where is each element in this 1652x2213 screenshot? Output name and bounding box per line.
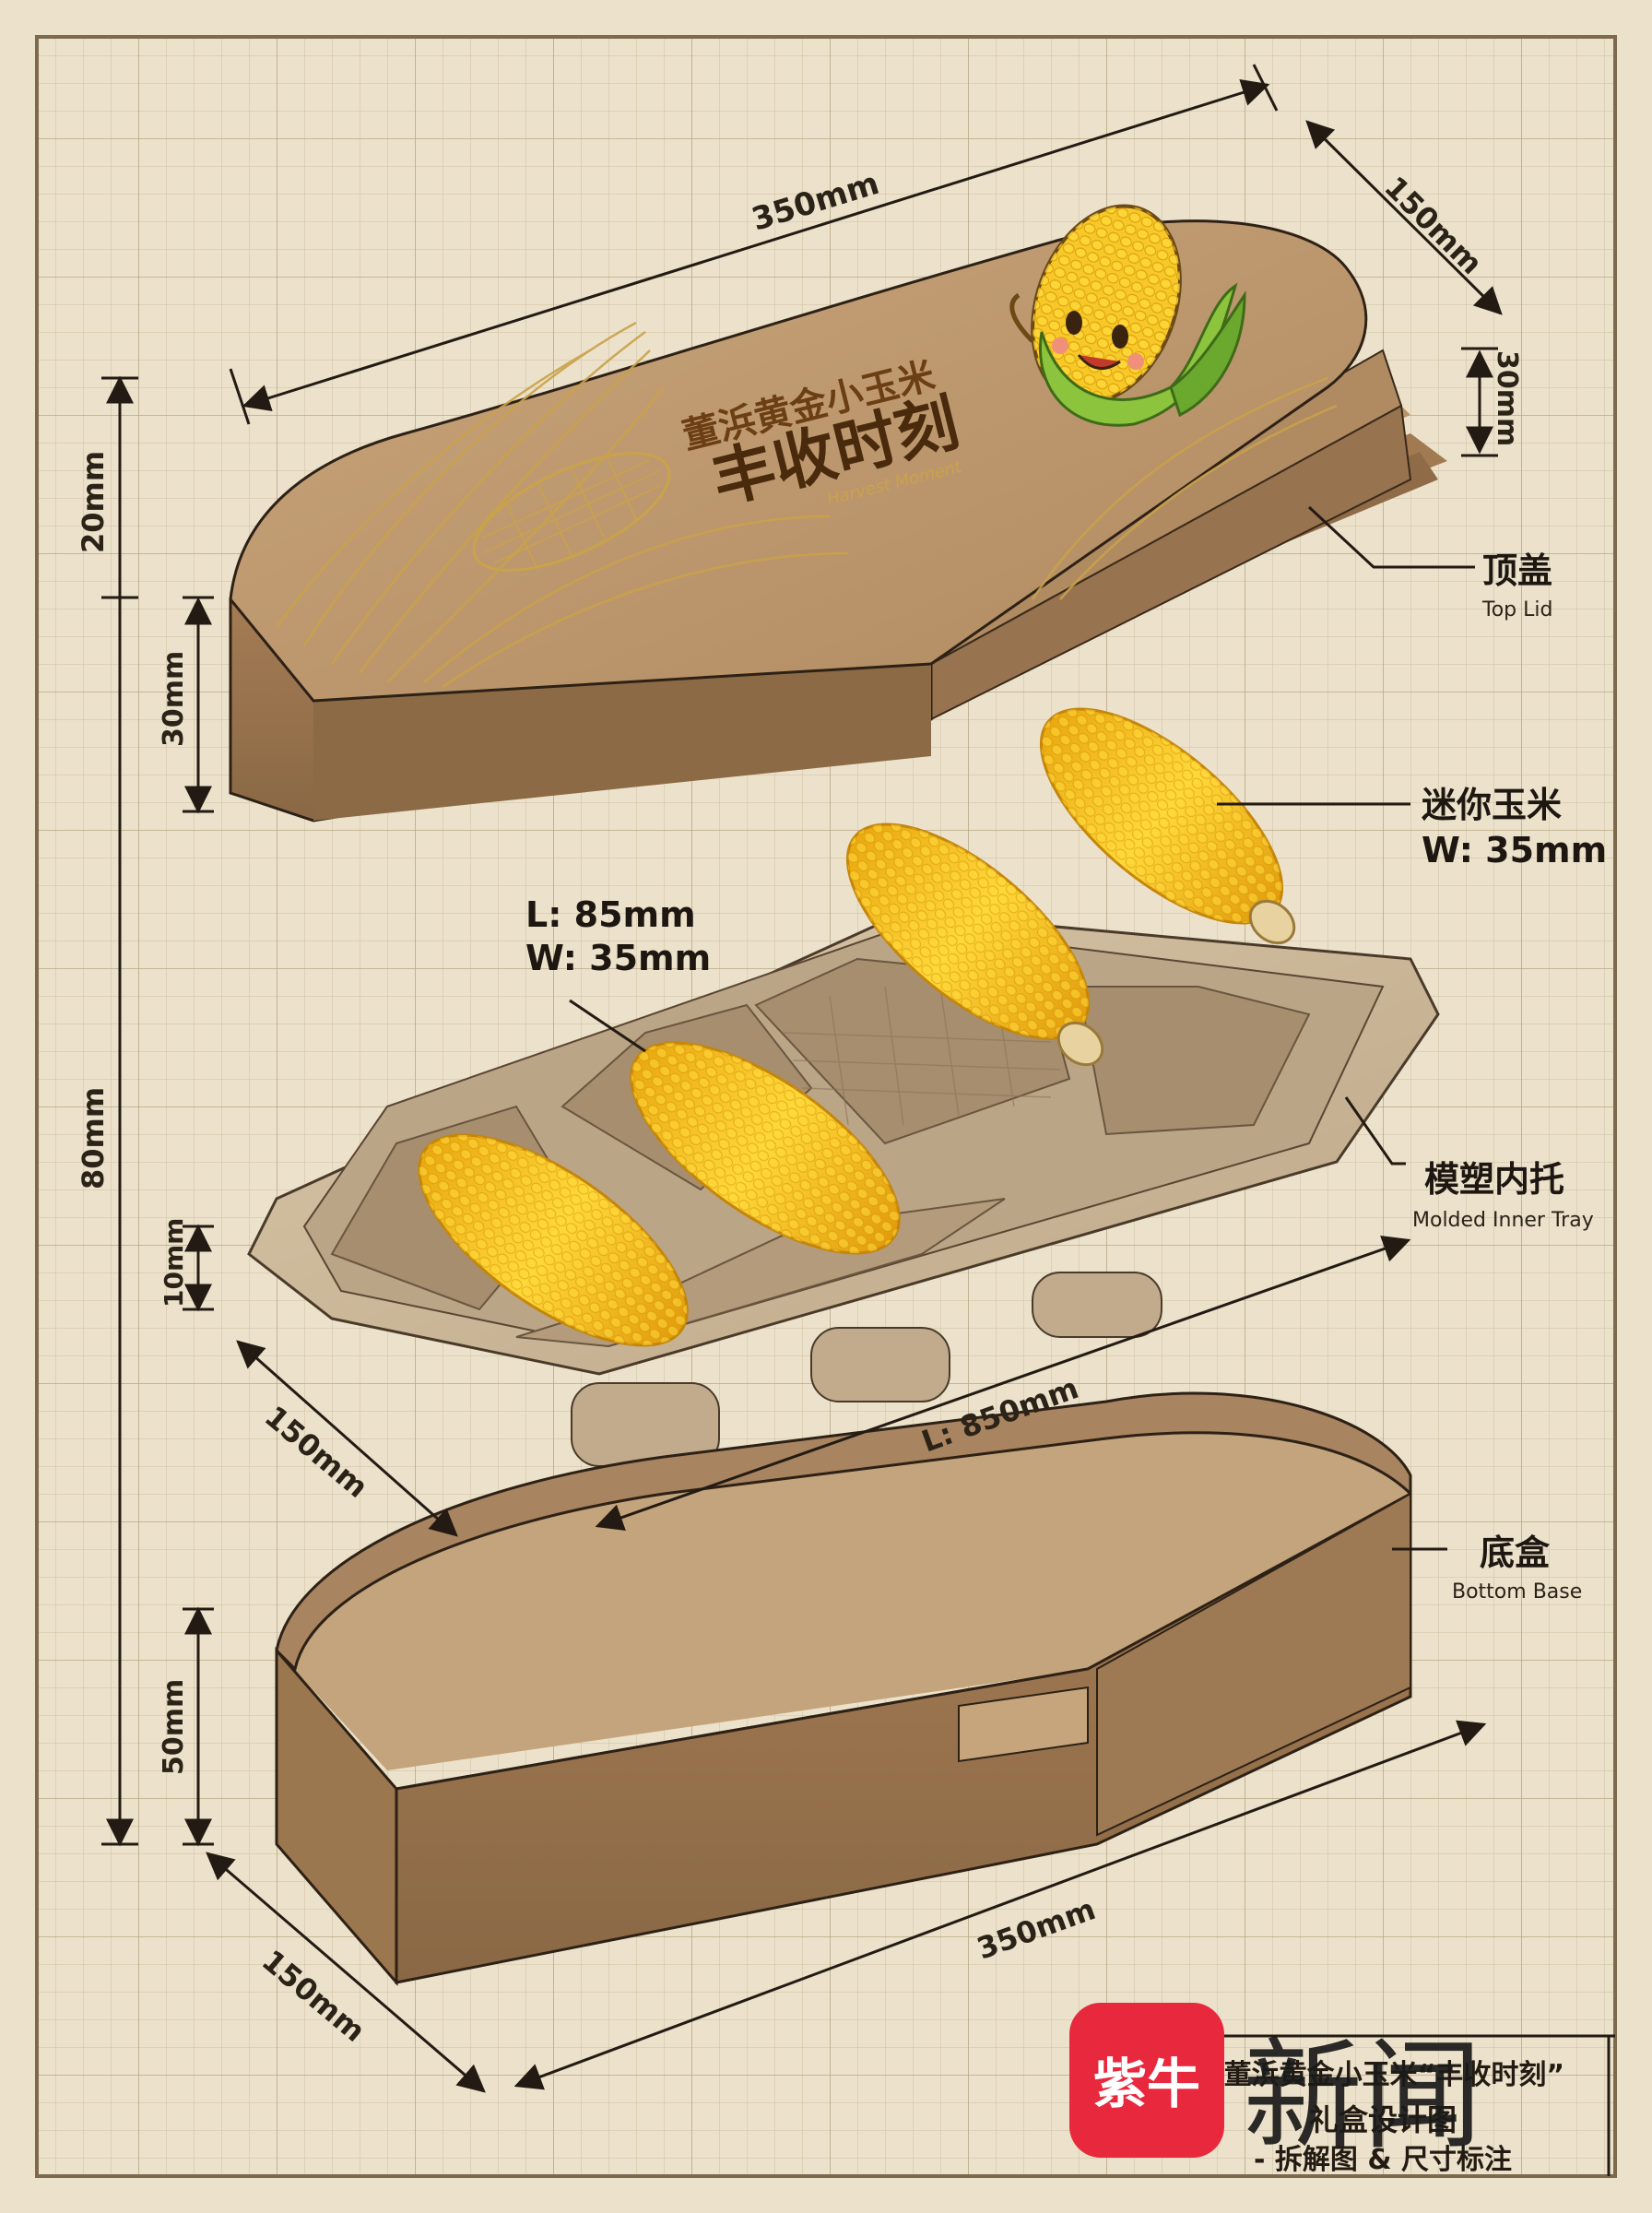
- news-watermark: 紫牛 新闻: [1069, 2003, 1482, 2166]
- caption-block: "董浜黄金小玉米“丰收时刻” 礼盒设计图 - 拆解图 & 尺寸标注: [1189, 2034, 1615, 2176]
- base-height-label: 50mm: [158, 1679, 190, 1775]
- lid-side-height-label: 30mm: [158, 651, 190, 747]
- purple-cow-logo-icon: [1069, 2003, 1224, 2158]
- lid-gap-label: 20mm: [76, 451, 111, 553]
- cavity-width-label: W: 35mm: [525, 938, 711, 978]
- caption-line-3: - 拆解图 & 尺寸标注: [1254, 2144, 1512, 2176]
- frame: [35, 35, 1617, 2178]
- caption-line-1: "董浜黄金小玉米“丰收时刻”: [1210, 2059, 1564, 2091]
- caption-line-2: 礼盒设计图: [1309, 2102, 1457, 2137]
- corn-cob-4: [1039, 707, 1296, 945]
- top-lid-label-en: Top Lid: [1481, 598, 1552, 621]
- total-height-label: 80mm: [76, 1087, 111, 1189]
- mini-corn-label-en: W: 35mm: [1422, 830, 1607, 870]
- dimension-lines: [101, 64, 1503, 2093]
- cavity-length-label: L: 85mm: [525, 894, 696, 935]
- tray-height-label: 10mm: [159, 1218, 189, 1308]
- watermark-news-text: 新闻: [1243, 2026, 1482, 2166]
- inner-tray-label-en: Molded Inner Tray: [1412, 1209, 1594, 1232]
- bottom-base-label-zh: 底盒: [1480, 1533, 1551, 1573]
- inner-tray-label-zh: 模塑内托: [1424, 1159, 1564, 1200]
- bottom-base-label-en: Bottom Base: [1452, 1580, 1582, 1604]
- lid-height-label: 30mm: [1491, 350, 1523, 446]
- mini-corn-label-zh: 迷你玉米: [1422, 785, 1562, 825]
- corn-cob-3: [845, 822, 1104, 1067]
- watermark-badge-text: 紫牛: [1093, 2053, 1200, 2115]
- top-lid-label-zh: 顶盖: [1482, 550, 1552, 591]
